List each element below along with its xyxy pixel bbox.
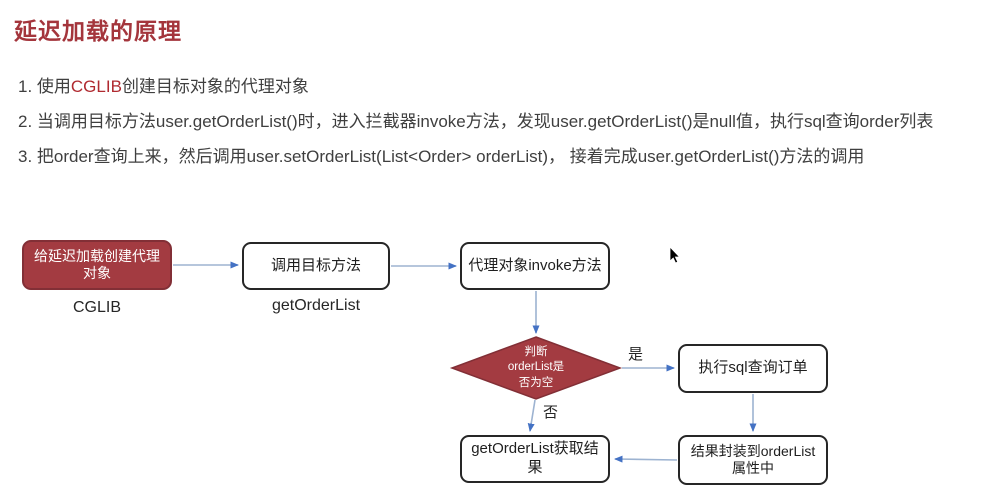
caption-getorderlist: getOrderList — [271, 297, 361, 314]
node-exec-sql: 执行sql查询订单 — [678, 344, 828, 393]
page-title: 延迟加载的原理 — [14, 18, 182, 44]
edge-label-yes: 是 — [628, 346, 644, 363]
node-create-proxy: 给延迟加载创建代理对象 — [22, 240, 172, 290]
node-proxy-invoke: 代理对象invoke方法 — [460, 242, 610, 290]
decision-label: 判断 orderList是 否为空 — [507, 345, 565, 389]
note-line-1: 1. 使用CGLIB创建目标对象的代理对象 — [18, 77, 309, 96]
note-line-2: 2. 当调用目标方法user.getOrderList()时，进入拦截器invo… — [18, 112, 934, 131]
node-call-target-method: 调用目标方法 — [242, 242, 390, 290]
cglib-highlight: CGLIB — [70, 77, 122, 96]
edge-label-no: 否 — [543, 404, 559, 421]
mouse-cursor-icon — [669, 246, 681, 264]
node-get-result: getOrderList获取结果 — [460, 435, 610, 483]
node-wrap-result: 结果封装到orderList属性中 — [678, 435, 828, 485]
note-line-3: 3. 把order查询上来，然后调用user.setOrderList(List… — [18, 147, 865, 166]
caption-cglib: CGLIB — [72, 299, 121, 316]
